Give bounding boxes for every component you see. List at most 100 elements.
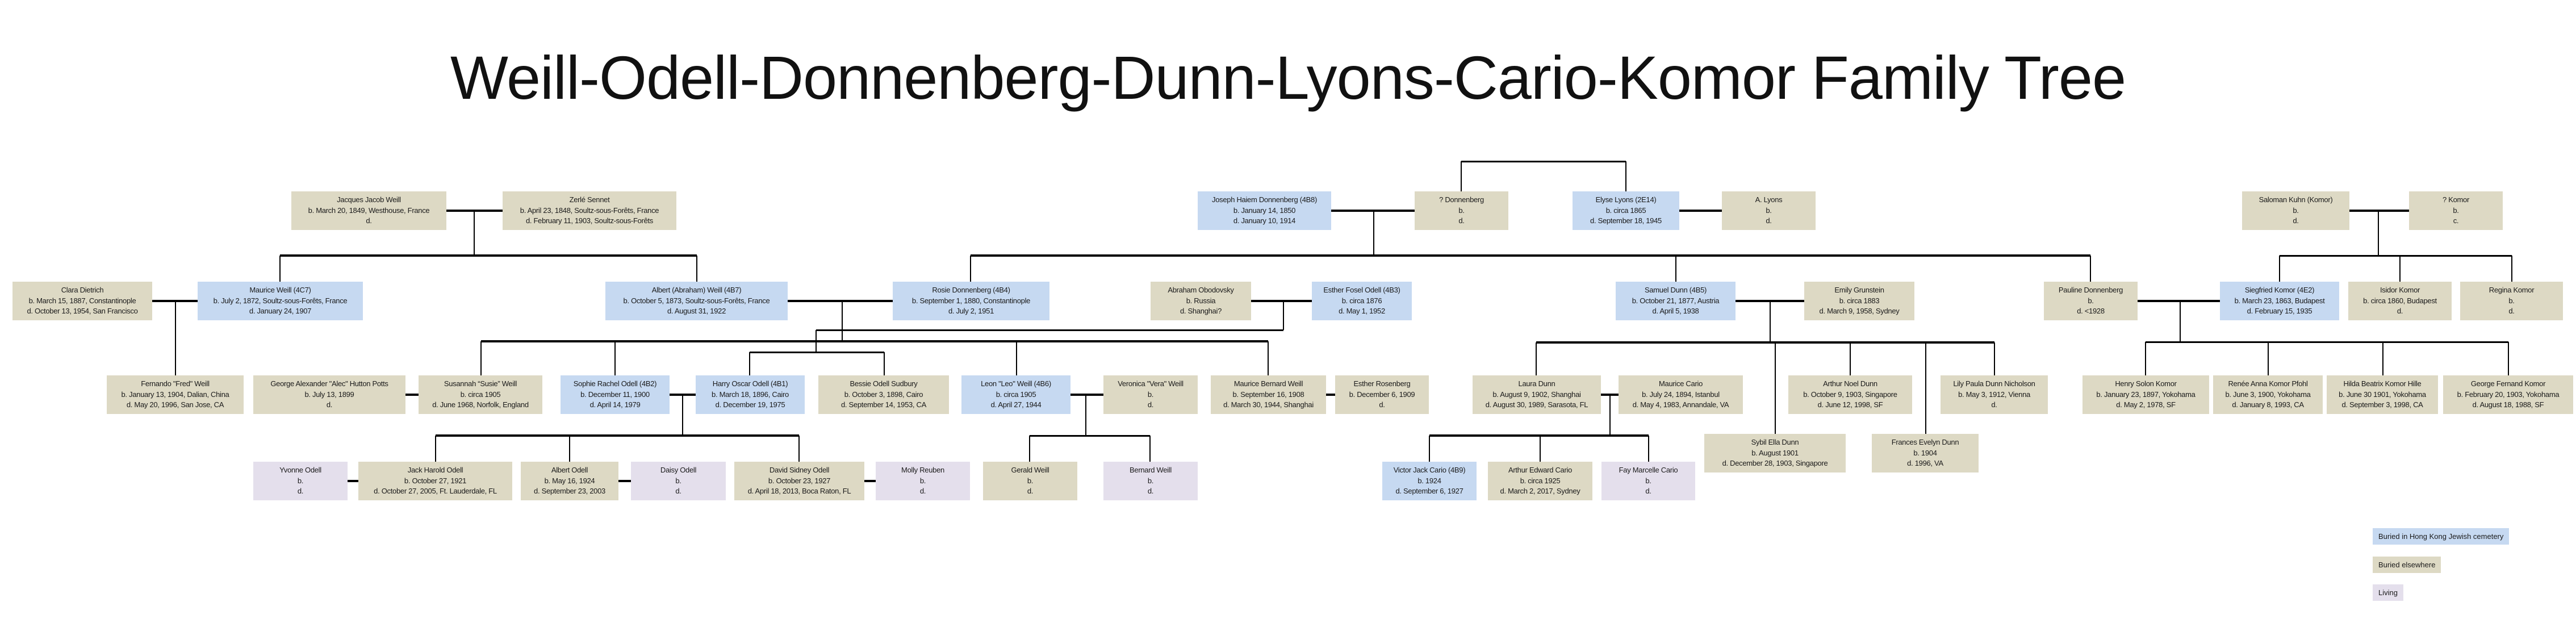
connector-line (2280, 254, 2512, 257)
connector-line (971, 254, 2090, 257)
person-born: b. (1147, 476, 1154, 485)
connector-line (1268, 341, 1269, 375)
person-name: Susannah “Susie” Weill (444, 379, 517, 388)
person-died: d. May 4, 1983, Annandale, VA (1632, 400, 1729, 409)
page-title: Weill-Odell-Donnenberg-Dunn-Lyons-Cario-… (450, 43, 2126, 112)
person-died: d. (366, 216, 372, 225)
person-box-harry: Harry Oscar Odell (4B1)b. March 18, 1896… (696, 375, 805, 414)
connector-line (749, 352, 750, 375)
person-born: b. October 27, 1921 (404, 476, 467, 485)
person-died: d. March 30, 1944, Shanghai (1223, 400, 1314, 409)
person-name: Isidor Komor (2380, 286, 2420, 295)
connector-line (970, 256, 971, 282)
person-born: b. December 6, 1909 (1349, 390, 1415, 399)
person-box-saloman: Saloman Kuhn (Komor)b.d. (2242, 191, 2349, 230)
person-box-maurice-weill: Maurice Weill (4C7)b. July 2, 1872, Soul… (198, 282, 363, 320)
connector-line (2508, 342, 2509, 375)
person-died: d. February 11, 1903, Soultz-sous-Forêts (525, 216, 654, 225)
person-name: Esther Fosel Odell (4B3) (1323, 286, 1400, 295)
person-name: Jacques Jacob Weill (337, 195, 401, 204)
person-died: d. (326, 400, 333, 409)
person-died: d. September 23, 2003 (534, 487, 605, 496)
connector-line (842, 301, 843, 341)
person-born: b. circa 1865 (1605, 206, 1646, 215)
connector-line (2378, 211, 2379, 256)
person-name: Pauline Donnenberg (2058, 286, 2123, 295)
person-died: d. June 12, 1998, SF (1817, 400, 1883, 409)
person-died: d. December 19, 1975 (715, 400, 785, 409)
connector-line (405, 394, 419, 396)
person-died: d. June 1968, Norfolk, England (432, 400, 529, 409)
connector-line (750, 351, 884, 353)
connector-line (1770, 301, 1771, 342)
connector-line (1994, 342, 1995, 375)
person-name: Maurice Bernard Weill (1233, 379, 1303, 388)
person-born: b. July 24, 1894, Istanbul (1642, 390, 1720, 399)
person-name: Sophie Rachel Odell (4B2) (573, 379, 657, 388)
connector-line (175, 301, 176, 375)
person-name: Gerald Weill (1011, 466, 1049, 475)
person-died: d. Shanghai? (1180, 307, 1222, 316)
connector-line (864, 480, 876, 482)
connector-line (1149, 436, 1151, 462)
person-died: d. (1991, 400, 1997, 409)
person-born: b. May 16, 1924 (544, 476, 595, 485)
person-died: d. January 24, 1907 (249, 307, 312, 316)
connector-line (436, 434, 799, 437)
person-name: Emily Grunstein (1834, 286, 1884, 295)
connector-line (1251, 300, 1312, 302)
connector-line (2399, 256, 2401, 282)
person-born: b. September 1, 1880, Constantinople (911, 296, 1031, 305)
person-name: George Fernand Komor (2470, 379, 2546, 388)
connector-line (2382, 342, 2383, 375)
person-name: Veronica "Vera" Weill (1118, 379, 1184, 388)
person-died: d. January 8, 1993, CA (2232, 400, 2304, 409)
person-born: b. circa 1876 (1341, 296, 1382, 305)
person-died: d. (1147, 487, 1154, 496)
person-born: b. Russia (1186, 296, 1216, 305)
person-died: d. February 15, 1935 (2247, 307, 2312, 316)
person-died: d. (1379, 400, 1385, 409)
person-name: Sybil Ella Dunn (1751, 438, 1799, 447)
connector-line (1775, 342, 1776, 434)
person-name: Renée Anna Komor Pfohl (2228, 379, 2308, 388)
connector-line (1675, 256, 1676, 282)
person-died: d. 1996, VA (1907, 459, 1943, 468)
connector-line (481, 340, 1268, 342)
person-died: d. (297, 487, 304, 496)
person-born: b. January 14, 1850 (1233, 206, 1296, 215)
connector-line (348, 480, 358, 482)
person-name: George Alexander "Alec" Hutton Potts (270, 379, 388, 388)
connector-line (1461, 161, 1462, 191)
person-died: d. May 2, 1978, SF (2116, 400, 2176, 409)
person-died: d. October 13, 1954, San Francisco (27, 307, 138, 316)
connector-line (614, 341, 616, 375)
person-name: Bernard Weill (1130, 466, 1172, 475)
person-died: d. August 30, 1989, Sarasota, FL (1485, 400, 1588, 409)
person-name: Samuel Dunn (4B5) (1644, 286, 1707, 295)
connector-line (480, 341, 482, 375)
connector-line (682, 395, 683, 436)
connector-line (279, 256, 281, 282)
connector-line (2349, 210, 2409, 212)
connector-line (816, 330, 817, 352)
connector-line (2279, 256, 2280, 282)
person-name: Elyse Lyons (2E14) (1595, 195, 1657, 204)
connector-line (280, 254, 697, 257)
person-born: b. (297, 476, 304, 485)
